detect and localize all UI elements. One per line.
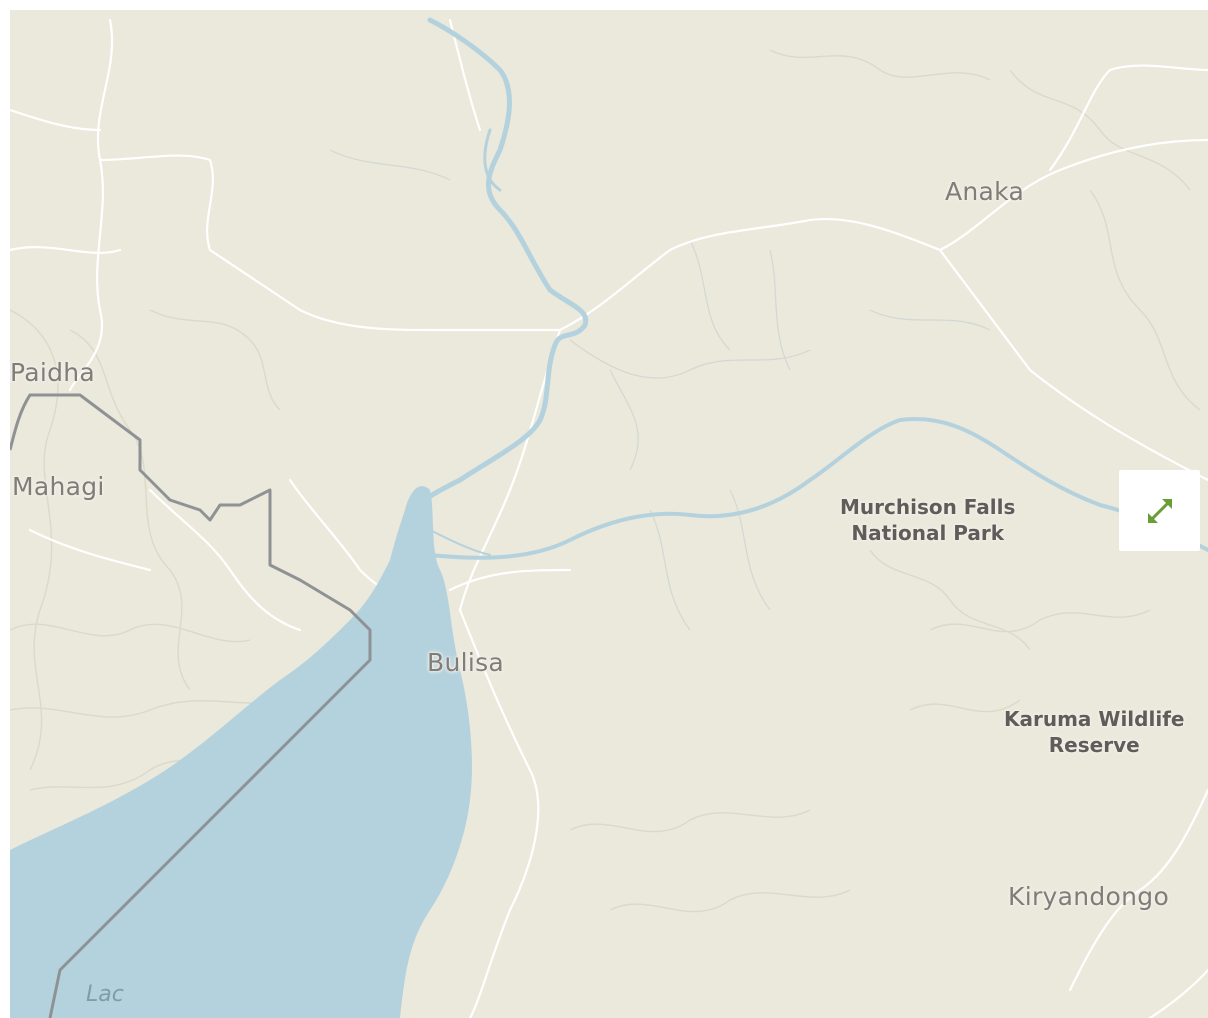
label-lake: Lac — [86, 982, 124, 1007]
label-murchison-line1: Murchison Falls — [840, 495, 1016, 519]
streams — [329, 149, 991, 631]
international-border — [10, 393, 372, 1018]
label-murchison-line2: National Park — [851, 521, 1005, 545]
label-mahagi: Mahagi — [12, 472, 105, 501]
expand-icon — [1147, 498, 1172, 523]
label-karuma-wildlife: Karuma Wildlife Reserve — [1004, 706, 1184, 758]
fullscreen-button[interactable] — [1119, 470, 1200, 551]
map-canvas[interactable] — [10, 10, 1208, 1018]
label-bulisa: Bulisa — [427, 648, 505, 677]
roads — [10, 18, 1208, 1018]
nile-river — [407, 17, 1208, 560]
label-karuma-line1: Karuma Wildlife — [1004, 707, 1185, 731]
lake-albert — [10, 486, 472, 1018]
label-anaka: Anaka — [945, 177, 1025, 206]
map-view[interactable]: Anaka Paidha Mahagi Bulisa Kiryandongo M… — [10, 10, 1208, 1018]
label-kiryandongo: Kiryandongo — [1008, 882, 1170, 911]
terrain-shading — [10, 49, 1201, 913]
label-karuma-line2: Reserve — [1048, 733, 1140, 757]
label-paidha: Paidha — [10, 358, 96, 387]
label-murchison-falls: Murchison Falls National Park — [840, 494, 1015, 546]
